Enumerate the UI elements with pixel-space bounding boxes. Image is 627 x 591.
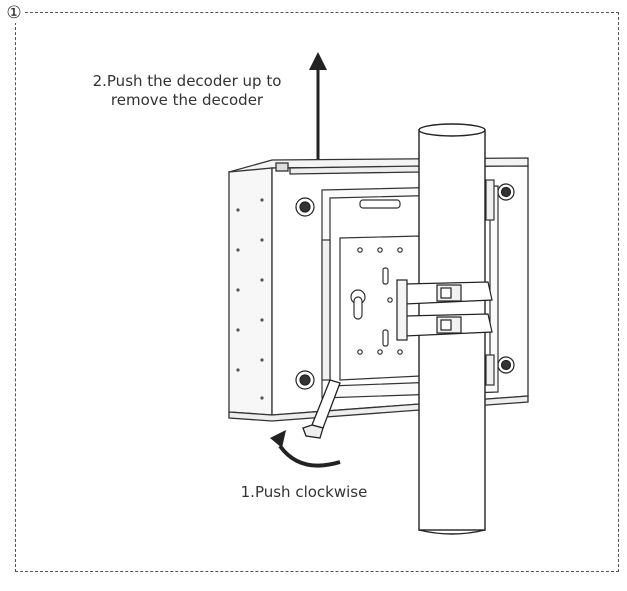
instruction-push-clockwise: 1.Push clockwise: [240, 483, 368, 501]
instruction-push-up-line1: 2.Push the decoder up to: [92, 72, 282, 90]
dashed-step-frame: [15, 12, 619, 572]
hose-clamps: [396, 279, 493, 341]
instruction-push-up: 2.Push the decoder up to remove the deco…: [62, 72, 312, 110]
release-lever: [302, 379, 341, 439]
clockwise-arrow: [270, 430, 341, 468]
instruction-push-up-line2: remove the decoder: [110, 91, 264, 109]
step-number-marker: ①: [4, 3, 24, 23]
push-up-arrow: [309, 52, 327, 160]
corner-screws: [295, 183, 515, 390]
housing-rivets: [236, 198, 264, 400]
